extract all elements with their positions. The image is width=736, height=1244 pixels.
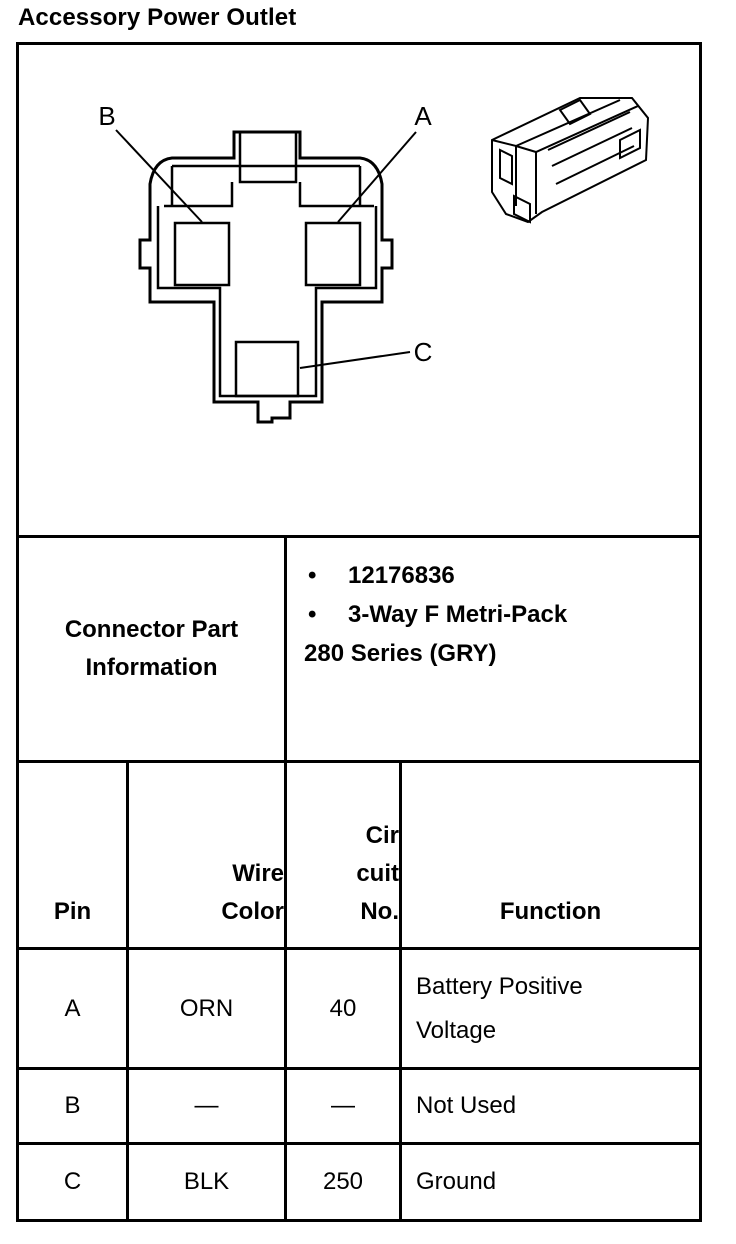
divider (126, 760, 129, 1222)
connector-part-info-line1: Connector Part (64, 616, 239, 643)
row-b-pin: B (64, 1092, 81, 1119)
header-wire-color-line1: Wire (232, 860, 284, 887)
bullet: • (308, 562, 317, 589)
header-function: Function (499, 898, 602, 925)
header-wire-color-line2: Color (221, 898, 284, 925)
connector-part-info-line2: Information (85, 654, 218, 681)
connector-part-details: • 12176836 • 3-Way F Metri-Pack 280 Seri… (304, 556, 694, 673)
divider (16, 1142, 702, 1145)
divider (16, 1067, 702, 1070)
row-c-function: Ground (416, 1168, 497, 1195)
row-b-circuit: — (331, 1092, 355, 1119)
connector-table-frame (16, 42, 702, 1222)
connector-face-diagram (115, 97, 650, 424)
divider (399, 760, 402, 1222)
bullet: • (308, 601, 317, 628)
part-number: 12176836 (348, 562, 455, 589)
pin-label-c: C (413, 337, 433, 367)
row-a-function-line1: Battery Positive (416, 972, 583, 1000)
row-c-wire: BLK (183, 1168, 230, 1195)
pin-label-a: A (414, 101, 432, 131)
header-circuit-line1: Cir (365, 822, 399, 849)
header-circuit-line3: No. (360, 898, 399, 925)
connector-description: 3-Way F Metri-Pack (348, 601, 568, 628)
leader-a (337, 131, 417, 223)
divider (16, 535, 702, 538)
page-title: Accessory Power Outlet (18, 4, 297, 31)
header-pin: Pin (53, 898, 92, 925)
connector-housing-outline (138, 130, 394, 424)
connector-series: 280 Series (GRY) (304, 640, 497, 667)
connector-inner-outline (156, 132, 378, 398)
cavity-b (173, 221, 231, 287)
row-c-pin: C (63, 1168, 82, 1195)
divider (16, 1219, 702, 1222)
divider (16, 947, 702, 950)
row-a-wire: ORN (179, 994, 234, 1022)
leader-b (115, 129, 203, 223)
pin-label-b: B (98, 101, 116, 131)
cavity-c (234, 340, 300, 398)
row-a-function: Battery Positive Voltage (402, 950, 699, 1067)
leader-c (299, 351, 411, 369)
divider (284, 535, 287, 1222)
header-wire-color: Wire Color (129, 763, 284, 947)
row-b-wire: — (194, 1092, 219, 1119)
connector-3d-sketch (491, 97, 650, 224)
header-circuit-no: Cir cuit No. (287, 763, 399, 947)
row-a-pin: A (64, 994, 81, 1022)
row-b-function: Not Used (416, 1092, 517, 1119)
divider (16, 760, 702, 763)
row-a-circuit: 40 (329, 994, 357, 1022)
header-circuit-line2: cuit (356, 860, 399, 887)
row-c-circuit: 250 (322, 1168, 364, 1195)
connector-part-info-label: Connector Part Information (19, 538, 284, 760)
row-a-function-line2: Voltage (416, 1016, 497, 1044)
cavity-a (304, 221, 362, 287)
